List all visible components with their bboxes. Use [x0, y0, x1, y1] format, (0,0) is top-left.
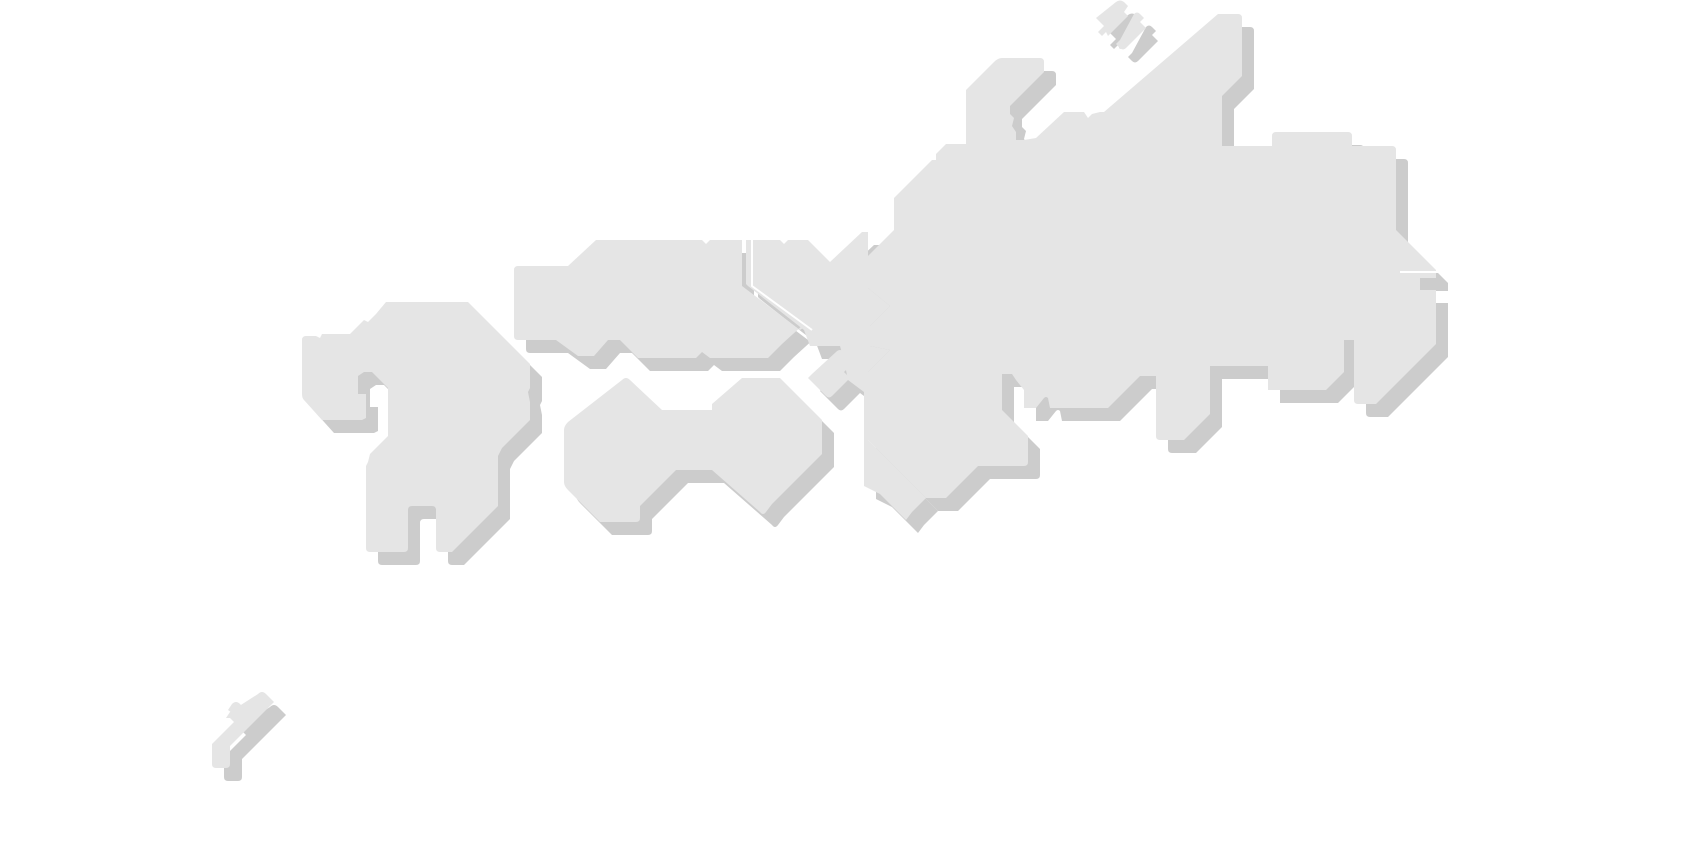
kyushu-main[interactable] [302, 302, 530, 552]
region-hokkaido[interactable] [868, 0, 1436, 499]
awaji-island[interactable] [808, 350, 850, 398]
okinawa-islet[interactable] [228, 702, 244, 716]
region-kinki[interactable] [746, 232, 926, 520]
chugoku-main[interactable] [514, 240, 806, 358]
region-okinawa[interactable] [212, 692, 274, 768]
region-kyushu[interactable] [302, 302, 530, 552]
map-land-layer [212, 0, 1436, 768]
region-chugoku[interactable] [514, 240, 806, 358]
border-chugoku-kinki [751, 240, 813, 331]
hokkaido-island-b[interactable] [1116, 12, 1146, 50]
kinki-main[interactable] [746, 232, 926, 520]
region-shikoku[interactable] [564, 350, 850, 522]
okinawa-main[interactable] [212, 692, 274, 768]
hokkaido-main[interactable] [868, 14, 1436, 498]
shikoku-main[interactable] [564, 378, 822, 522]
hokkaido-island-b-shadow [1128, 25, 1158, 63]
okinawa-main-shadow [224, 705, 286, 781]
hokkaido-island-a[interactable] [1096, 0, 1128, 37]
region-border-lines [751, 240, 1450, 331]
